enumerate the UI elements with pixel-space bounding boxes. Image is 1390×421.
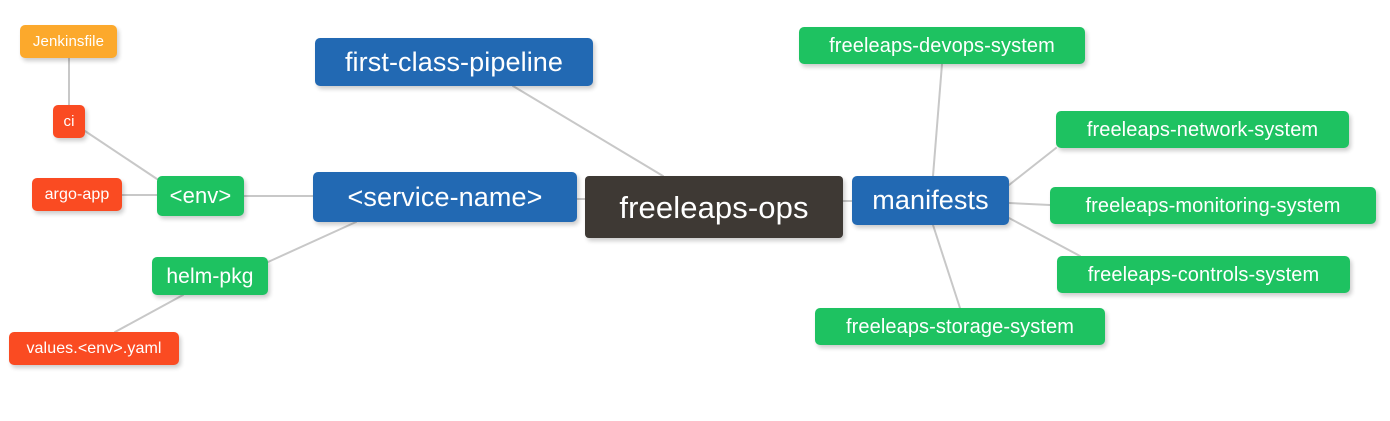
edge-manifests-storage — [932, 224, 961, 309]
edge-manifests-devops — [932, 63, 943, 177]
node-label-ci: ci — [63, 113, 75, 130]
node-label-freeleaps-devops-system: freeleaps-devops-system — [829, 34, 1055, 57]
node-freeleaps-ops[interactable]: freeleaps-ops — [585, 176, 843, 238]
node-label-argo-app: argo-app — [44, 185, 110, 203]
node-label-values-yaml: values.<env>.yaml — [26, 339, 162, 357]
node-argo-app[interactable]: argo-app — [32, 178, 122, 211]
node-freeleaps-storage-system[interactable]: freeleaps-storage-system — [815, 308, 1105, 345]
node-label-first-class-pipeline: first-class-pipeline — [344, 46, 564, 77]
node-label-env: <env> — [169, 183, 232, 208]
edge-firstclass-ops — [512, 85, 664, 177]
node-label-freeleaps-network-system: freeleaps-network-system — [1086, 118, 1319, 141]
node-first-class-pipeline[interactable]: first-class-pipeline — [315, 38, 593, 86]
node-label-freeleaps-monitoring-system: freeleaps-monitoring-system — [1085, 194, 1341, 217]
node-freeleaps-network-system[interactable]: freeleaps-network-system — [1056, 111, 1349, 148]
node-service-name[interactable]: <service-name> — [313, 172, 577, 222]
edge-manifests-monitoring — [1008, 202, 1051, 206]
node-label-service-name: <service-name> — [347, 181, 543, 212]
edge-manifests-controls — [1008, 217, 1081, 257]
node-label-freeleaps-ops: freeleaps-ops — [619, 189, 809, 225]
node-jenkinsfile[interactable]: Jenkinsfile — [20, 25, 117, 58]
node-label-freeleaps-storage-system: freeleaps-storage-system — [845, 315, 1075, 338]
node-helm-pkg[interactable]: helm-pkg — [152, 257, 268, 295]
edge-manifests-network — [1008, 147, 1057, 186]
node-ci[interactable]: ci — [53, 105, 85, 138]
node-freeleaps-controls-system[interactable]: freeleaps-controls-system — [1057, 256, 1350, 293]
edge-ci-env — [84, 130, 158, 180]
edge-helmpkg-servicename — [267, 221, 357, 263]
edge-valuesyaml-helmpkg — [114, 294, 184, 333]
node-label-helm-pkg: helm-pkg — [166, 264, 254, 288]
node-values-yaml[interactable]: values.<env>.yaml — [9, 332, 179, 365]
node-manifests[interactable]: manifests — [852, 176, 1009, 225]
node-label-freeleaps-controls-system: freeleaps-controls-system — [1087, 263, 1320, 286]
node-label-manifests: manifests — [872, 185, 989, 215]
node-env[interactable]: <env> — [157, 176, 244, 216]
node-freeleaps-devops-system[interactable]: freeleaps-devops-system — [799, 27, 1085, 64]
node-label-jenkinsfile: Jenkinsfile — [32, 33, 105, 50]
node-freeleaps-monitoring-system[interactable]: freeleaps-monitoring-system — [1050, 187, 1376, 224]
